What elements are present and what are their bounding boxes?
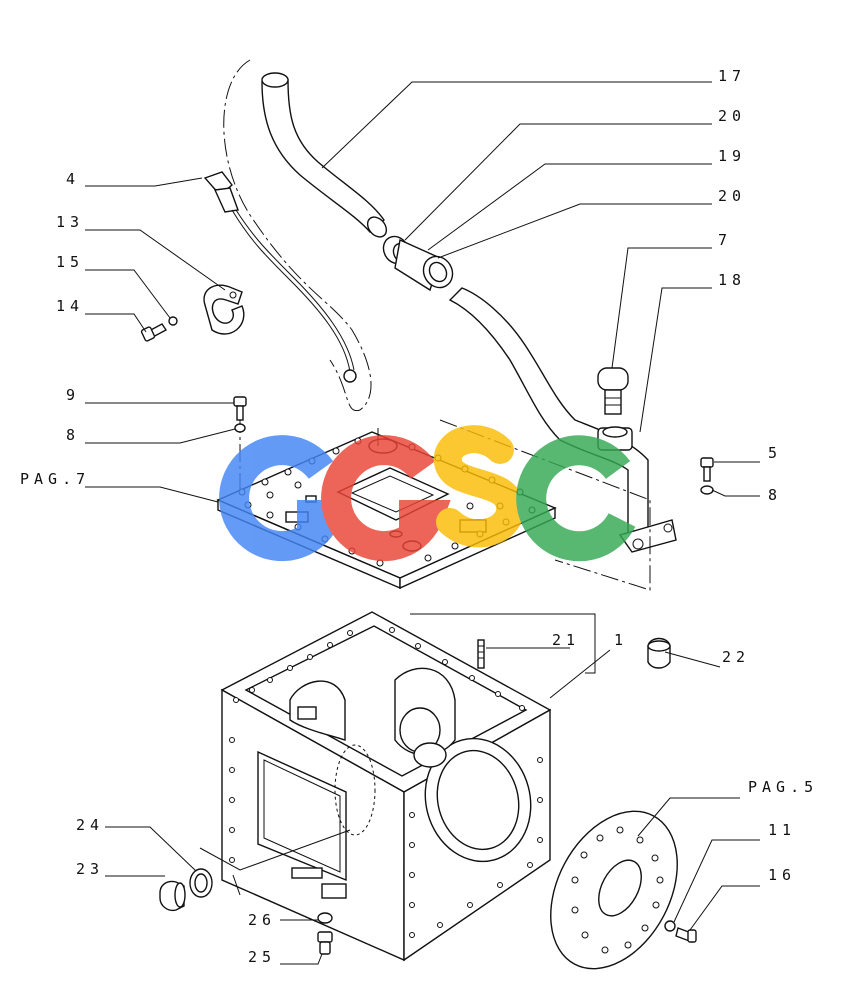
callout-7: 7 <box>718 231 732 249</box>
leader-lines <box>85 81 760 965</box>
callout-labels: 17 20 19 20 7 18 4 13 15 14 9 8 PAG.7 5 … <box>20 67 818 966</box>
housing-part-1 <box>220 611 552 962</box>
watermark-logo <box>219 425 636 562</box>
watermark-letter-c <box>516 435 636 562</box>
callout-14: 14 <box>56 297 84 315</box>
washer-part-8-upper <box>234 423 246 433</box>
stud-part-21 <box>477 639 485 669</box>
watermark-letter-g1 <box>219 435 349 562</box>
callout-20-lower: 20 <box>718 187 746 205</box>
callout-15: 15 <box>56 253 84 271</box>
ring-part-24 <box>189 868 213 898</box>
callout-24: 24 <box>76 816 104 834</box>
callout-1: 1 <box>614 631 628 649</box>
callout-pag5: PAG.5 <box>748 778 818 796</box>
callout-13: 13 <box>56 213 84 231</box>
plug-part-25 <box>317 931 333 955</box>
callout-21: 21 <box>552 631 580 649</box>
screw-part-9 <box>233 396 247 421</box>
callout-20-upper: 20 <box>718 107 746 125</box>
callout-17: 17 <box>718 67 746 85</box>
hose-clamp-parts-19-20 <box>382 235 454 292</box>
washer-part-11 <box>664 920 676 932</box>
callout-25: 25 <box>248 948 276 966</box>
callout-16: 16 <box>768 866 796 884</box>
callout-19: 19 <box>718 147 746 165</box>
callout-4: 4 <box>66 170 80 188</box>
washer-part-15 <box>168 316 178 326</box>
callout-5: 5 <box>768 444 782 462</box>
washer-part-8-lower <box>700 485 714 495</box>
callout-11: 11 <box>768 821 796 839</box>
brake-disc-pag5 <box>550 810 678 970</box>
callout-23: 23 <box>76 860 104 878</box>
callout-22: 22 <box>722 648 750 666</box>
dashed-hose-outline <box>223 59 372 412</box>
callout-pag7: PAG.7 <box>20 470 90 488</box>
callout-8-left: 8 <box>66 426 80 444</box>
watermark-letter-g2 <box>321 435 451 562</box>
screw-part-5 <box>700 457 714 482</box>
clamp-part-13 <box>203 284 245 335</box>
screw-part-14 <box>140 323 168 342</box>
callout-26: 26 <box>248 911 276 929</box>
callout-18: 18 <box>718 271 746 289</box>
plug-part-7 <box>597 367 629 415</box>
washer-part-26 <box>317 912 333 924</box>
housing-holes <box>229 627 543 938</box>
hose-part-17 <box>261 72 388 238</box>
callout-9: 9 <box>66 386 80 404</box>
watermark-letter-s <box>433 425 525 548</box>
plug-part-22 <box>647 637 671 669</box>
plug-part-23 <box>159 880 186 912</box>
dipstick-part-4 <box>203 171 357 383</box>
callout-8-right: 8 <box>768 486 782 504</box>
screw-part-16 <box>675 927 697 943</box>
